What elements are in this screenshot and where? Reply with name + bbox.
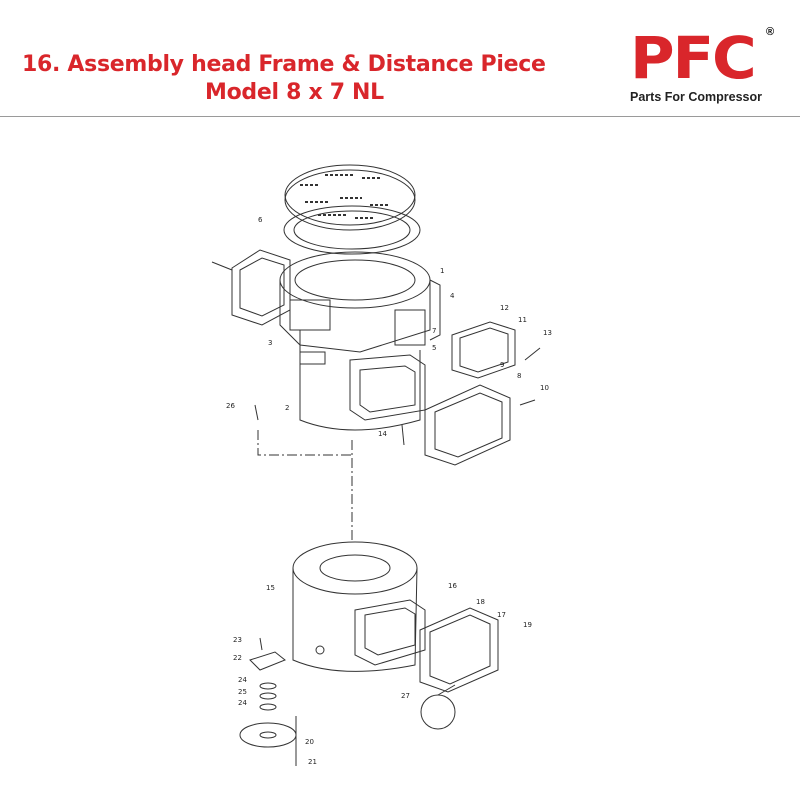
- cover-plate-12: [451, 321, 516, 379]
- part-callout-23: 23: [233, 636, 242, 644]
- part-callout-12: 12: [500, 304, 509, 312]
- part-callout-9: 9: [500, 361, 504, 369]
- part-callout-18: 18: [476, 598, 485, 606]
- part-callout-8: 8: [517, 372, 521, 380]
- part-callout-24: 24: [238, 676, 247, 684]
- cover-plate-17: [419, 607, 499, 693]
- part-callout-27: 27: [401, 692, 410, 700]
- gasket-6: [283, 205, 421, 255]
- logo-wordmark: PFC: [630, 24, 757, 92]
- sight-glass: [420, 694, 456, 730]
- part-callout-7: 7: [432, 327, 436, 335]
- part-callout-25: 25: [238, 688, 247, 696]
- flange-stack: [239, 637, 297, 766]
- part-callout-10: 10: [540, 384, 549, 392]
- guide-line-26: [257, 430, 352, 456]
- bolts-upper: [254, 347, 541, 446]
- head-frame: [279, 251, 441, 431]
- part-callout-2: 2: [285, 404, 289, 412]
- part-callout-6: 6: [258, 216, 263, 224]
- part-callout-1: 1: [440, 267, 444, 275]
- part-callout-17: 17: [497, 611, 506, 619]
- header-divider: [0, 116, 800, 117]
- part-callout-19: 19: [523, 621, 532, 629]
- cover-plate-8: [424, 384, 536, 466]
- logo-tagline: Parts For Compressor: [630, 90, 762, 104]
- part-callout-14: 14: [378, 430, 387, 438]
- part-callout-16: 16: [448, 582, 457, 590]
- page-header: 16. Assembly head Frame & Distance Piece…: [0, 0, 800, 118]
- part-callout-20: 20: [305, 738, 314, 746]
- part-callout-5: 5: [432, 344, 436, 352]
- side-cover-left: [211, 249, 291, 326]
- part-callout-24: 24: [238, 699, 247, 707]
- part-callout-3: 3: [268, 339, 272, 347]
- distance-piece: [292, 541, 426, 672]
- part-callout-15: 15: [266, 584, 275, 592]
- part-callout-11: 11: [518, 316, 527, 324]
- pfc-logo: PFC ® Parts For Compressor: [628, 26, 788, 110]
- valve-plate: [284, 164, 416, 231]
- part-callout-22: 22: [233, 654, 242, 662]
- part-callout-4: 4: [450, 292, 455, 300]
- page-subtitle-model: Model 8 x 7 NL: [205, 80, 384, 105]
- part-callout-26: 26: [226, 402, 235, 410]
- page-title: 16. Assembly head Frame & Distance Piece: [22, 52, 546, 77]
- part-callout-13: 13: [543, 329, 552, 337]
- part-callout-21: 21: [308, 758, 317, 766]
- registered-mark: ®: [766, 26, 775, 38]
